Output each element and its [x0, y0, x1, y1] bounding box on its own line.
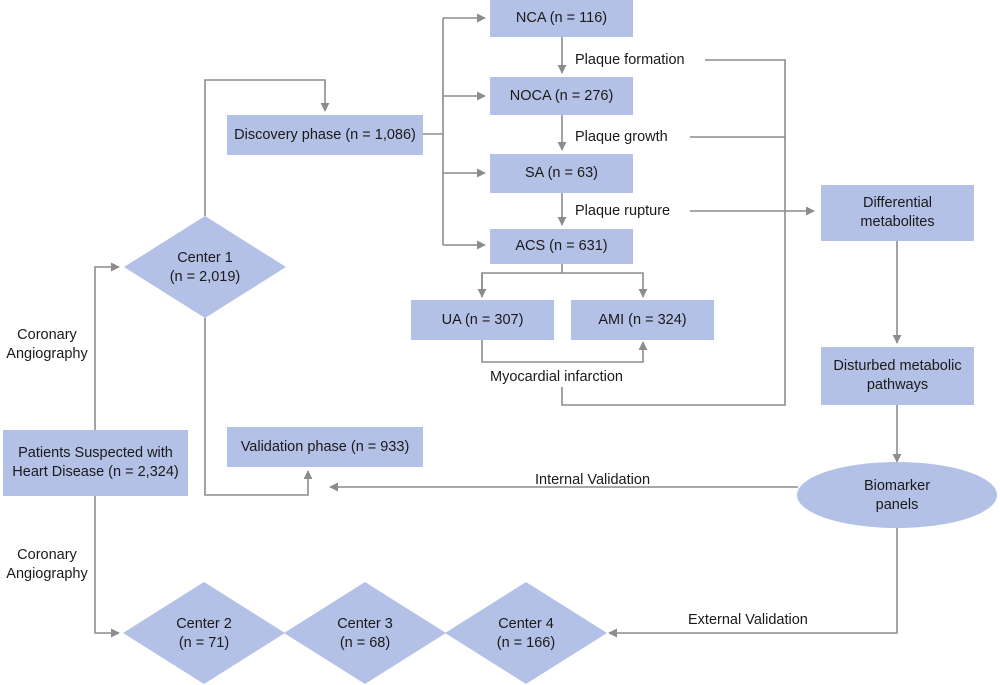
patients-line2: Heart Disease (n = 2,324) [12, 464, 179, 480]
coronary-angiography-label-bottom: Coronary Angiography [0, 546, 94, 584]
center4-diamond [445, 582, 607, 684]
disturbed-line2: pathways [866, 377, 929, 393]
ua-label: UA (n = 307) [441, 311, 524, 328]
biomarker-line2: panels [876, 497, 919, 513]
acs-label: ACS (n = 631) [515, 238, 608, 255]
center4-line1: Center 4 [498, 616, 554, 632]
edge-acs-split [481, 264, 643, 297]
edge-patients-to-center1 [94, 262, 120, 430]
center2-line1: Center 2 [176, 616, 232, 632]
center1-line2: (n = 2,019) [170, 269, 241, 285]
biomarker-ellipse [797, 462, 997, 528]
plaque-formation-label: Plaque formation [572, 51, 688, 70]
center3-line2: (n = 68) [340, 635, 390, 651]
external-validation-label: External Validation [688, 612, 808, 628]
patients-node: Patients Suspected with Heart Disease (n… [3, 430, 188, 496]
center3-line1: Center 3 [337, 616, 393, 632]
center1-line1: Center 1 [177, 250, 233, 266]
coronary-bottom-line2: Angiography [6, 565, 88, 582]
internal-validation-label: Internal Validation [535, 472, 651, 488]
sa-label: SA (n = 63) [525, 165, 598, 182]
coronary-bottom-line1: Coronary [17, 547, 77, 563]
center3-diamond [284, 582, 446, 684]
disturbed-node: Disturbed metabolic pathways [821, 347, 974, 405]
edge-patients-to-center2 [94, 496, 120, 638]
plaque-growth-label: Plaque growth [572, 128, 671, 147]
acs-node: ACS (n = 631) [490, 229, 633, 264]
coronary-top-line1: Coronary [17, 327, 77, 343]
discovery-node: Discovery phase (n = 1,086) [227, 115, 423, 155]
differential-line2: metabolites [860, 214, 935, 230]
discovery-label: Discovery phase (n = 1,086) [234, 126, 416, 143]
center1-diamond [124, 216, 286, 318]
ami-node: AMI (n = 324) [571, 300, 714, 340]
disturbed-line1: Disturbed metabolic [833, 358, 962, 375]
sa-node: SA (n = 63) [490, 154, 633, 193]
differential-line1: Differential [862, 195, 933, 212]
nca-node: NCA (n = 116) [490, 0, 633, 37]
edge-center1-to-discovery [204, 79, 330, 216]
ua-node: UA (n = 307) [411, 300, 554, 340]
differential-node: Differential metabolites [821, 185, 974, 241]
nca-label: NCA (n = 116) [515, 10, 608, 27]
patients-line1: Patients Suspected with [18, 445, 173, 462]
edge-formation-collector [561, 59, 786, 406]
plaque-rupture-label: Plaque rupture [572, 202, 674, 221]
ami-label: AMI (n = 324) [598, 311, 687, 328]
coronary-angiography-label-top: Coronary Angiography [0, 326, 94, 364]
center2-line2: (n = 71) [179, 635, 229, 651]
edge-center1-to-validation [204, 318, 313, 496]
myocardial-infarction-label: Myocardial infarction [487, 368, 626, 387]
edge-discovery-bracket [423, 18, 444, 245]
noca-node: NOCA (n = 276) [490, 77, 633, 115]
edge-ua-to-ami [481, 340, 648, 363]
edge-external-validation [608, 528, 898, 638]
noca-label: NOCA (n = 276) [509, 87, 614, 104]
center4-line2: (n = 166) [497, 635, 555, 651]
validation-node: Validation phase (n = 933) [227, 427, 423, 467]
coronary-top-line2: Angiography [6, 345, 88, 362]
biomarker-line1: Biomarker [864, 478, 930, 494]
validation-label: Validation phase (n = 933) [240, 438, 410, 455]
center2-diamond [123, 582, 285, 684]
